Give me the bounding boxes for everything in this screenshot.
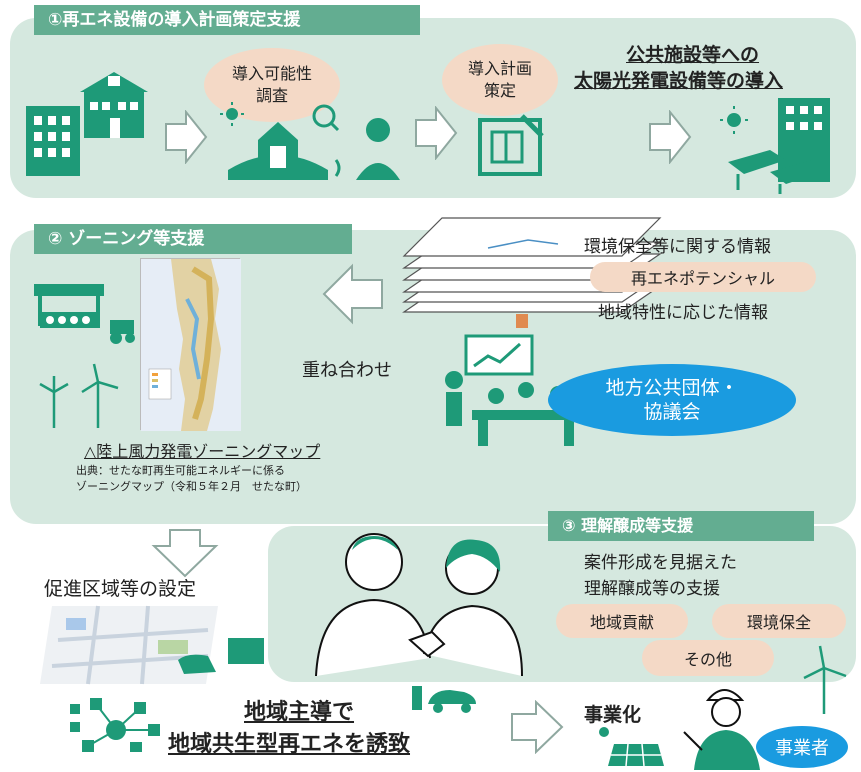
map-caption: △陸上風力発電ゾーニングマップ <box>84 442 321 461</box>
community-network-icon <box>70 698 160 752</box>
solar-panel-icon <box>599 727 664 767</box>
council-line1: 地方公共団体・ <box>605 377 739 399</box>
map-source-line2: ゾーニングマップ（令和５年２月 せたな町） <box>76 480 307 493</box>
commercialization-arrow-icon <box>511 700 564 754</box>
plan-line2: 策定 <box>483 81 516 100</box>
plan-bubble: 導入計画 策定 <box>442 44 558 116</box>
worker-icon <box>683 689 760 770</box>
survey-line1: 導入可能性 <box>231 64 312 83</box>
worker-wind-turbine-icon <box>803 645 847 714</box>
tag-other-text: その他 <box>683 650 732 669</box>
plan-line1: 導入計画 <box>467 59 532 78</box>
flow-arrow-icon <box>415 106 458 160</box>
layer-regional-label: 地域特性に応じた情報 <box>598 303 768 323</box>
city-map-icon <box>40 605 264 685</box>
wind-turbine-icon <box>39 363 119 428</box>
zoning-map-graphic <box>141 259 241 431</box>
tag-environment: 環境保全 <box>712 604 846 638</box>
operator-ellipse: 事業者 <box>756 726 848 768</box>
promotion-area-label: 促進区域等の設定 <box>44 578 197 600</box>
tag-community: 地域貢献 <box>556 604 688 638</box>
flow-arrow-icon <box>165 110 208 164</box>
ev-charging-icon <box>412 686 476 713</box>
survey-line2: 調査 <box>255 86 288 105</box>
solar-building-icon <box>720 98 830 194</box>
section1-panel <box>10 18 856 198</box>
council-line2: 協議会 <box>643 401 701 423</box>
data-layers-icon <box>402 217 662 328</box>
layer-potential-text: 再エネポテンシャル <box>630 269 775 288</box>
farm-market-icon <box>34 284 135 344</box>
barn-survey-icon <box>220 102 400 180</box>
overlay-arrow-icon <box>322 263 383 325</box>
tag-community-text: 地域貢献 <box>589 613 654 632</box>
section3-heading: ③ 理解醸成等支援 <box>548 511 814 541</box>
support-desc-line2: 理解醸成等の支援 <box>584 579 720 599</box>
handshake-icon <box>315 533 523 676</box>
layer-potential-label: 再エネポテンシャル <box>590 262 816 292</box>
down-arrow-icon <box>151 529 219 578</box>
public-buildings-icon <box>26 72 148 176</box>
flow-arrow-icon <box>649 110 692 164</box>
tag-environment-text: 環境保全 <box>746 613 811 632</box>
blueprint-icon <box>478 114 544 176</box>
overlay-label: 重ね合わせ <box>302 360 392 381</box>
section1-heading: ①再エネ設備の導入計画策定支援 <box>34 5 420 35</box>
slogan-line1: 地域主導で <box>244 700 355 725</box>
goal-title-line1: 公共施設等への <box>626 44 760 66</box>
tag-other: その他 <box>642 640 774 676</box>
operator-label: 事業者 <box>775 738 829 759</box>
support-desc-line1: 案件形成を見据えた <box>584 553 737 573</box>
goal-title-line2: 太陽光発電設備等の導入 <box>574 70 784 92</box>
zoning-map <box>140 258 241 431</box>
section2-heading: ② ゾーニング等支援 <box>34 224 352 254</box>
slogan-line2: 地域共生型再エネを誘致 <box>168 732 411 757</box>
meeting-icon <box>445 334 582 446</box>
layer-environment-label: 環境保全等に関する情報 <box>584 237 771 257</box>
council-ellipse: 地方公共団体・ 協議会 <box>548 364 796 436</box>
map-source-line1: 出典：せたな町再生可能エネルギーに係る <box>76 464 285 477</box>
commercialization-label: 事業化 <box>584 704 642 726</box>
